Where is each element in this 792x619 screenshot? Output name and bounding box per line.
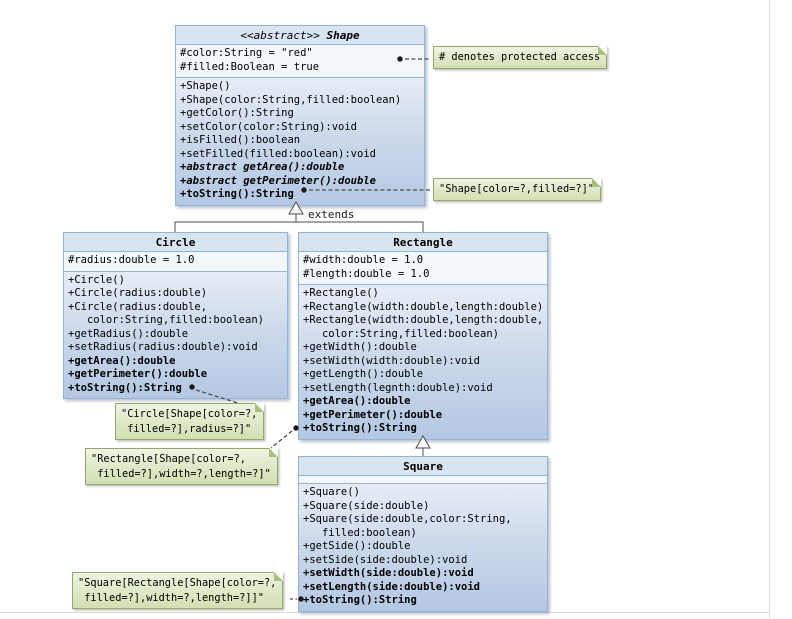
method-line: filled:boolean) (303, 526, 417, 539)
method-line: +getSide():double (303, 540, 411, 552)
method-line: +Circle() (68, 273, 125, 286)
generalization-branch-lines (174, 221, 424, 232)
method-line: +getRadius():double (68, 327, 189, 340)
note-rectangle-tostring: "Rectangle[Shape[color=?, filled=?],widt… (85, 448, 278, 485)
method-line-override: +setLength(side:double):void (303, 580, 481, 593)
field-line: #radius:double = 1.0 (68, 254, 195, 266)
methods-compartment-rectangle: +Rectangle() +Rectangle(width:double,len… (299, 285, 547, 439)
class-name-shape: Shape (326, 29, 360, 42)
method-line-override: +getPerimeter():double (68, 368, 208, 380)
method-line-tostring: +toString():String (180, 188, 294, 200)
method-line-override: +setWidth(side:double):void (303, 567, 474, 579)
methods-compartment-square: +Square() +Square(side:double) +Square(s… (299, 484, 547, 611)
class-title-shape: <<abstract>> Shape (176, 26, 424, 45)
class-box-circle: Circle #radius:double = 1.0 +Circle() +C… (63, 232, 288, 399)
method-line-override: +getPerimeter():double (303, 408, 443, 421)
method-line: +Rectangle(width:double,length:double) (303, 300, 544, 313)
note-fold-corner (274, 572, 284, 581)
page-edge-horizontal (0, 612, 770, 613)
note-circle-tostring: "Circle[Shape[color=?, filled=?],radius=… (115, 403, 265, 440)
stereotype-abstract: <<abstract>> (240, 29, 320, 42)
note-text: filled=?],width=?,length=?]" (91, 467, 271, 480)
class-box-square: Square +Square() +Square(side:double) +S… (298, 456, 548, 612)
method-line: +setColor(color:String):void (180, 120, 358, 133)
method-line: +Circle(radius:double) (68, 287, 208, 299)
method-line: +Circle(radius:double, (68, 300, 208, 313)
method-line: +Square() (303, 486, 360, 498)
note-text: "Shape[color=?,filled=?]" (439, 183, 594, 195)
field-line: #length:double = 1.0 (303, 267, 430, 280)
note-fold-corner (598, 46, 608, 55)
field-line: #filled:Boolean = true (180, 60, 320, 73)
field-line: #color:String = "red" (180, 47, 313, 59)
class-name-rectangle: Rectangle (393, 236, 453, 249)
note-text: filled=?],width=?,length=?]]" (78, 591, 264, 604)
extends-label: extends (308, 208, 354, 221)
class-box-rectangle: Rectangle #width:double = 1.0 #length:do… (298, 232, 548, 440)
note-fold-corner (268, 448, 278, 457)
note-text: "Circle[Shape[color=?, (121, 408, 258, 420)
methods-compartment-shape: +Shape() +Shape(color:String,filled:bool… (176, 78, 424, 205)
fields-compartment-circle: #radius:double = 1.0 (64, 252, 287, 272)
note-text: # denotes protected access (439, 51, 601, 63)
method-line-abstract: +abstract getPerimeter():double (180, 174, 376, 187)
class-title-circle: Circle (64, 233, 287, 252)
note-fold-corner (591, 178, 601, 187)
method-line: +isFilled():boolean (180, 134, 301, 146)
class-title-square: Square (299, 457, 547, 476)
method-line: +setWidth(width:double):void (303, 354, 481, 367)
methods-compartment-circle: +Circle() +Circle(radius:double) +Circle… (64, 271, 287, 398)
method-line: +Rectangle(width:double,length:double, (303, 314, 544, 326)
fields-compartment-square-empty (299, 476, 547, 484)
method-line-override: +getArea():double (303, 395, 411, 407)
method-line: +Square(side:double) (303, 499, 430, 512)
method-line: +Rectangle() (303, 287, 379, 299)
page-edge-vertical (769, 0, 770, 619)
fields-compartment-rectangle: #width:double = 1.0 #length:double = 1.0 (299, 252, 547, 285)
fields-compartment-shape: #color:String = "red" #filled:Boolean = … (176, 45, 424, 78)
class-box-shape: <<abstract>> Shape #color:String = "red"… (175, 25, 425, 206)
note-text: "Square[Rectangle[Shape[color=?, (78, 577, 277, 589)
method-line: +setFilled(filled:boolean):void (180, 147, 376, 160)
note-fold-corner (255, 403, 265, 412)
method-line: +Shape(color:String,filled:boolean) (180, 93, 402, 106)
method-line: +Shape() (180, 80, 231, 92)
class-name-circle: Circle (155, 236, 196, 249)
method-line: +setRadius(radius:double):void (68, 341, 258, 353)
class-title-rectangle: Rectangle (299, 233, 547, 252)
method-line-override: +getArea():double (68, 354, 176, 367)
dashed-connector-rectangle-tostring (270, 430, 293, 449)
note-text: filled=?],radius=?]" (121, 422, 252, 435)
method-line-tostring: +toString():String (303, 422, 417, 434)
method-line: +setSide(side:double):void (303, 553, 468, 566)
method-line: +Square(side:double,color:String, (303, 513, 512, 525)
method-line: color:String,filled:boolean) (303, 327, 499, 340)
note-text: "Rectangle[Shape[color=?, (91, 453, 246, 465)
method-line: +getColor():String (180, 107, 294, 119)
field-line: #width:double = 1.0 (303, 254, 424, 266)
method-line: color:String,filled:boolean) (68, 314, 264, 326)
note-shape-tostring: "Shape[color=?,filled=?]" (433, 178, 601, 201)
note-protected-access: # denotes protected access (433, 46, 608, 69)
method-line-tostring: +toString():String (303, 594, 417, 606)
note-square-tostring: "Square[Rectangle[Shape[color=?, filled=… (72, 572, 284, 609)
method-line-tostring: +toString():String (68, 381, 182, 394)
method-line: +getWidth():double (303, 341, 417, 353)
method-line: +getLength():double (303, 368, 424, 380)
method-line: +setLength(legnth:double):void (303, 381, 493, 394)
method-line-abstract: +abstract getArea():double (180, 161, 345, 173)
class-name-square: Square (403, 460, 443, 473)
